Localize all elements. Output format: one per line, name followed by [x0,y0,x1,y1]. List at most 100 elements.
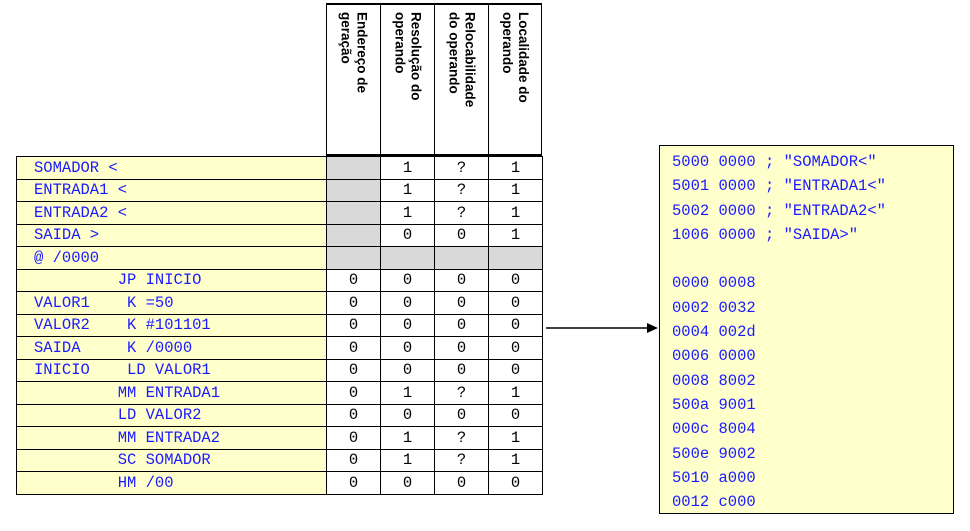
flag-cell: 1 [380,156,435,180]
flag-cell: 1 [380,201,435,225]
object-code-line: 0004 002d [672,323,756,342]
flag-cell: 0 [380,403,435,427]
object-code-line: 500a 9001 [672,395,756,414]
flag-cell: ? [434,448,489,472]
source-line: JP INICIO [16,268,327,292]
object-code-line: 500e 9002 [672,444,756,463]
flag-cell: 0 [488,268,543,292]
flag-cell: 0 [326,403,381,427]
flag-cell [326,156,381,180]
header-localidade-operando: Localidade do operando [488,3,542,156]
source-line: HM /00 [16,471,327,495]
header-label: Resolução do operando [392,12,424,101]
header-label: Localidade do operando [500,12,531,103]
object-code-listing: 5000 0000 ; "SOMADOR<" 5001 0000 ; "ENTRA… [659,145,954,514]
flag-cell [380,246,435,270]
table-row: ENTRADA2 < 1?1 [16,201,543,225]
source-line: ENTRADA2 < [16,201,327,225]
source-line: LD VALOR2 [16,403,327,427]
object-code-line: 000c 8004 [672,420,756,439]
flag-cell: 1 [488,156,543,180]
object-code-line: 5002 0000 ; "ENTRADA2<" [672,201,886,220]
object-code-line: 0000 0008 [672,274,756,293]
source-line: SAIDA > [16,223,327,247]
source-line: VALOR1 K =50 [16,291,327,315]
flag-cell: 0 [488,471,543,495]
source-line: VALOR2 K #101101 [16,313,327,337]
header-resolucao-operando: Resolução do operando [380,3,434,156]
flag-cell: 1 [488,178,543,202]
object-code-line: 0012 c000 [672,493,756,512]
flag-cell [326,178,381,202]
flag-cell: 0 [380,223,435,247]
flag-cell: 0 [488,358,543,382]
object-code-line: 0006 0000 [672,347,756,366]
flag-cell [326,223,381,247]
header-label: Relocabilidade do operando [446,12,478,108]
source-line: @ /0000 [16,246,327,270]
header-relocabilidade-operando: Relocabilidade do operando [434,3,488,156]
flag-cell: 1 [488,448,543,472]
flag-cell: 0 [326,381,381,405]
flag-cell: 0 [380,291,435,315]
flag-cell [326,201,381,225]
flag-cell: 0 [326,358,381,382]
source-line: MM ENTRADA1 [16,381,327,405]
flag-cell: 0 [380,268,435,292]
table-row: ENTRADA1 < 1?1 [16,178,543,202]
object-code-line: 5001 0000 ; "ENTRADA1<" [672,177,886,196]
flag-cell: 1 [380,426,435,450]
flag-cell: 0 [326,268,381,292]
flag-cell: 0 [434,336,489,360]
flag-cell: 1 [380,178,435,202]
source-line: MM ENTRADA2 [16,426,327,450]
flag-cell [434,246,489,270]
header-label: Endereço de geração [338,12,370,94]
flag-cell: 0 [488,291,543,315]
flag-cell [488,246,543,270]
source-line: ENTRADA1 < [16,178,327,202]
flag-cell: 1 [380,448,435,472]
flag-cell: 0 [434,223,489,247]
table-row: SOMADOR <1?1 [16,156,543,180]
flag-cell: 0 [434,358,489,382]
flag-cell: 0 [326,426,381,450]
flag-cell: ? [434,156,489,180]
flag-cell: 1 [380,381,435,405]
flag-cell: ? [434,381,489,405]
source-line: INICIO LD VALOR1 [16,358,327,382]
flag-cell: 0 [326,471,381,495]
object-code-line: 0008 8002 [672,371,756,390]
object-code-line: 0002 0032 [672,298,756,317]
flag-cell: 0 [434,268,489,292]
column-headers: Endereço de geração Resolução do operand… [326,3,542,156]
flag-cell: 0 [488,403,543,427]
flag-cell: 0 [434,313,489,337]
flag-cell: 1 [488,201,543,225]
flag-cell: ? [434,178,489,202]
source-line: SC SOMADOR [16,448,327,472]
flag-cell: 1 [488,223,543,247]
flag-cell: ? [434,426,489,450]
flag-cell: 0 [488,313,543,337]
source-line: SAIDA K /0000 [16,336,327,360]
flag-cell: 0 [380,471,435,495]
table-row: @ /0000 [16,246,543,270]
flag-cell: 0 [326,291,381,315]
flag-cell: 0 [380,336,435,360]
object-code-line: 5000 0000 ; "SOMADOR<" [672,153,877,171]
flag-cell: 1 [488,381,543,405]
flag-cell: 0 [380,313,435,337]
flag-cell: ? [434,201,489,225]
flag-cell: 0 [434,471,489,495]
flag-cell: 0 [488,336,543,360]
object-code-line: 1006 0000 ; "SAIDA>" [672,225,859,244]
flag-cell: 0 [326,336,381,360]
